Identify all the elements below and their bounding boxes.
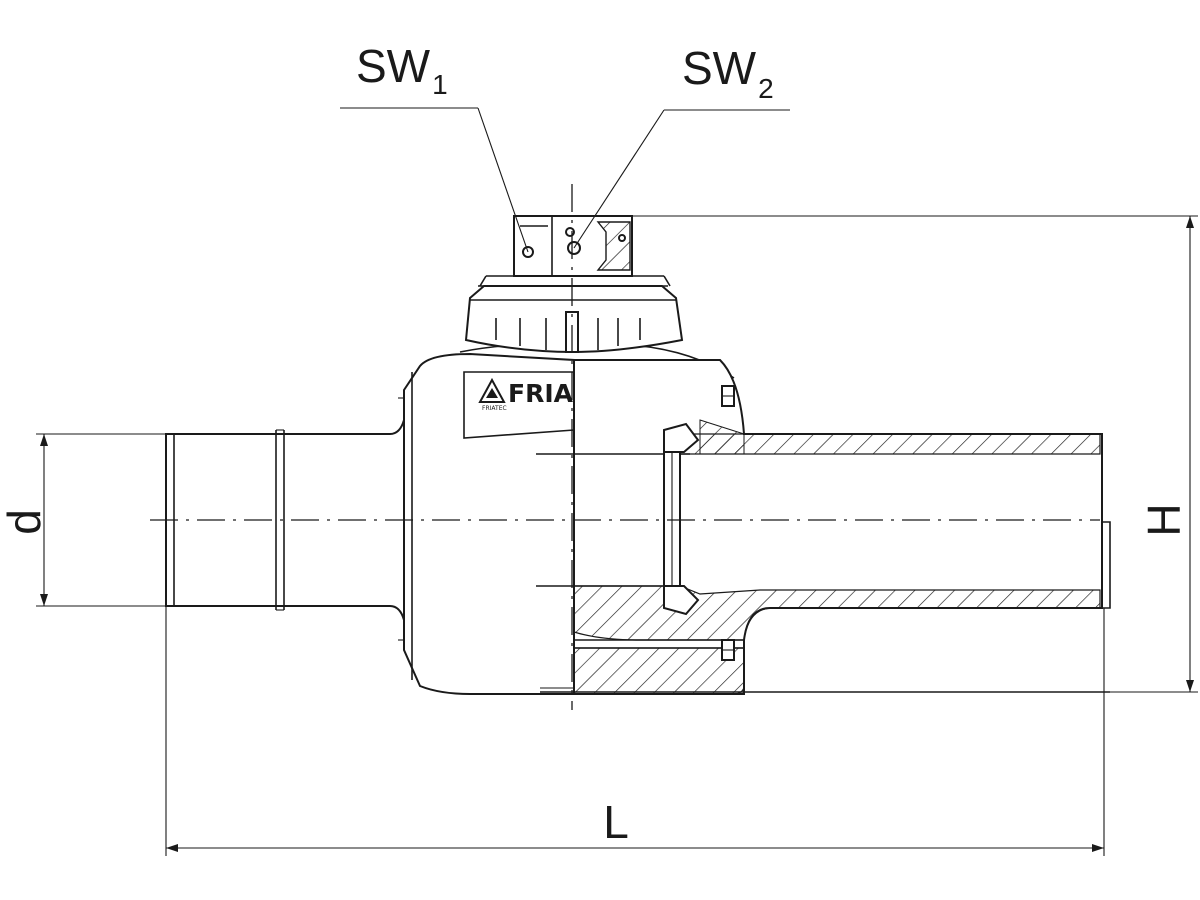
dimension-d [36, 433, 166, 607]
top-nut [464, 275, 684, 354]
sw1-label: SW1 [356, 40, 448, 100]
d-label: d [0, 509, 50, 535]
center-lines [150, 184, 1100, 710]
dimension-h [632, 215, 1198, 693]
sw2-label: SW2 [682, 42, 774, 104]
leader-lines [340, 107, 790, 253]
maker-label: FRIATEC [482, 405, 507, 412]
right-section [536, 359, 1111, 695]
top-cap [513, 215, 633, 277]
l-label: L [603, 796, 629, 848]
h-label: H [1138, 503, 1190, 536]
dimension-l [165, 606, 1105, 856]
